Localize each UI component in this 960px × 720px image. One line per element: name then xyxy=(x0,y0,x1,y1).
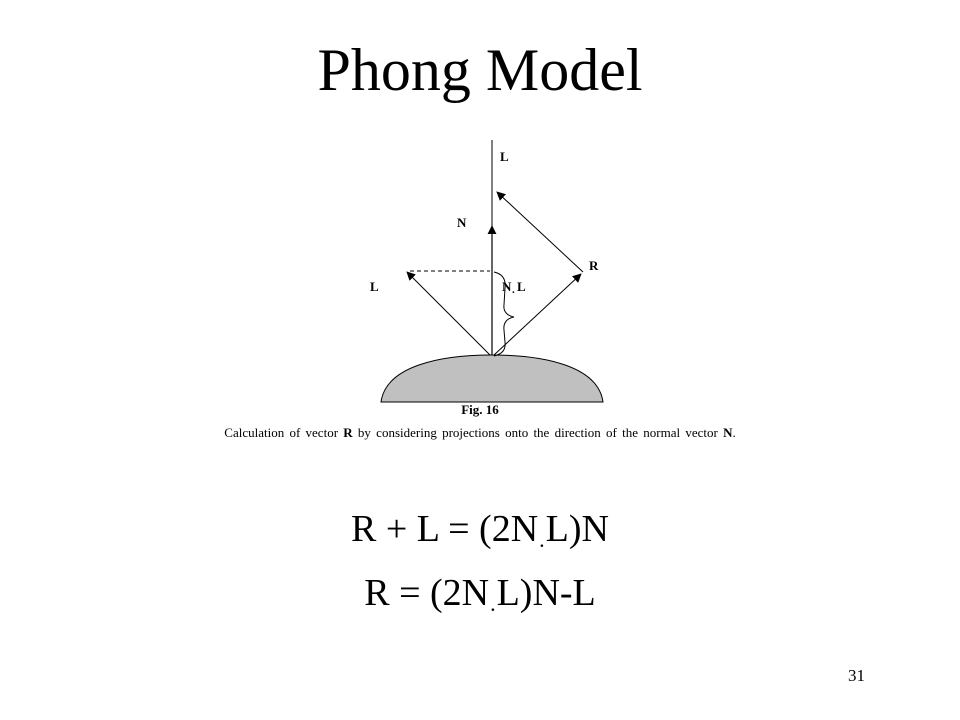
label-ndotl-n: N xyxy=(502,279,512,294)
r-arrow xyxy=(493,273,582,356)
l-arrow xyxy=(406,271,491,356)
label-ndotl-l: L xyxy=(517,279,526,294)
label-ndotl-dot: . xyxy=(512,284,515,296)
eq1-left: R + L = (2N xyxy=(351,508,539,550)
slide-title: Phong Model xyxy=(317,37,643,103)
label-l-top: L xyxy=(500,149,509,164)
figure-caption: Calculation of vector R by considering p… xyxy=(0,425,960,441)
eq2-dot: . xyxy=(490,591,496,616)
caption-bold-r: R xyxy=(343,425,353,440)
eq1-dot: . xyxy=(539,527,545,552)
eq2-left: R = (2N xyxy=(364,572,490,614)
figure-number: Fig. 16 xyxy=(461,402,499,417)
page-number: 31 xyxy=(848,666,865,685)
l-translated-arrow xyxy=(496,191,584,273)
equation-1: R + L = (2N.L)N xyxy=(0,506,960,557)
caption-text-2: by considering projections onto the dire… xyxy=(352,425,724,440)
eq2-right: L)N-L xyxy=(496,572,596,614)
label-n: N xyxy=(457,215,467,230)
caption-text-1: Calculation of vector xyxy=(224,425,344,440)
equation-2: R = (2N.L)N-L xyxy=(0,570,960,621)
caption-text-3: . xyxy=(732,425,736,440)
ndotl-brace xyxy=(493,271,515,357)
surface-shape xyxy=(380,354,604,403)
eq1-right: L)N xyxy=(545,508,609,550)
label-r: R xyxy=(589,258,599,273)
caption-bold-n: N xyxy=(723,425,733,440)
label-l-left: L xyxy=(370,279,379,294)
